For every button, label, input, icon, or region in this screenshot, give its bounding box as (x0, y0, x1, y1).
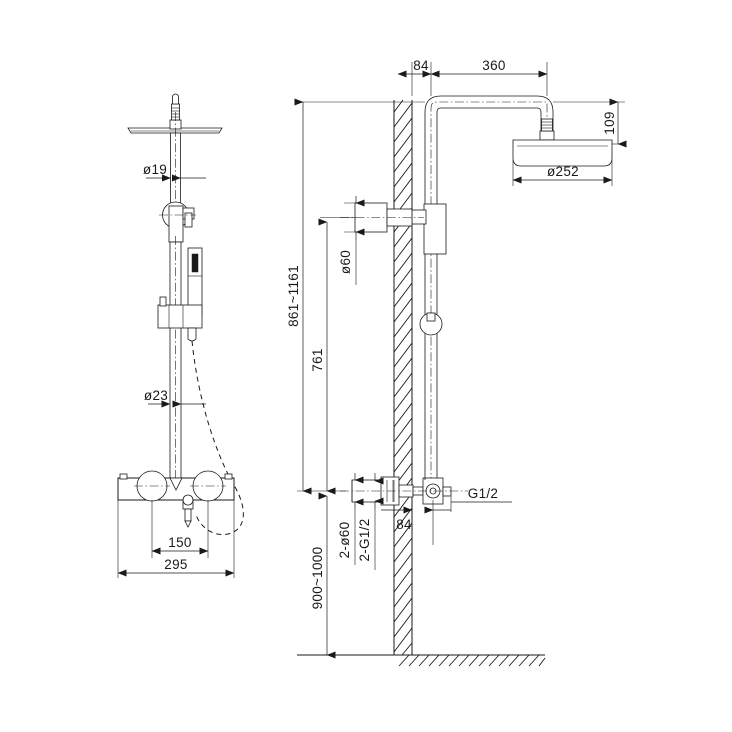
dim-mounting-height: 900~1000 (310, 492, 336, 659)
dim-head-pipe-dia: ø19 (143, 162, 206, 182)
dim-outlet-thread-g12: G1/2 (450, 486, 512, 512)
dim-label-2-d60: 2-ø60 (337, 522, 352, 559)
dim-label-150: 150 (168, 535, 191, 550)
dim-arm-reach-360: 360 (430, 58, 548, 78)
slide-bar-front (169, 236, 182, 486)
dim-adjustable-height: 861~1161 (286, 98, 312, 495)
mixer-valve-side (340, 476, 468, 506)
dim-label-d19: ø19 (143, 162, 167, 177)
overhead-shower-head-side (512, 139, 613, 167)
right-view-side-elevation: 84 360 109 ø252 (286, 58, 627, 667)
dim-label-g12: G1/2 (468, 486, 498, 501)
dim-label-84-top: 84 (413, 58, 429, 73)
dim-label-360: 360 (482, 58, 505, 73)
dim-head-drop-109: 109 (602, 98, 627, 148)
left-view-front-elevation: 150 295 ø19 ø23 (117, 93, 244, 578)
diverter-body-front (159, 201, 196, 243)
dim-label-d252: ø252 (547, 164, 579, 179)
dim-label-d23: ø23 (144, 388, 168, 403)
dim-label-2-g12: 2-G1/2 (357, 518, 372, 561)
slider-holder-front (157, 296, 203, 342)
dim-label-84-bottom: 84 (396, 517, 412, 532)
floor-section (297, 654, 546, 667)
dim-inlet-centers: 150 (151, 535, 209, 555)
dim-label-761: 761 (310, 348, 325, 371)
dim-outlet-offset-84: 84 (381, 506, 451, 532)
dim-cover-plate-60: ø60 (338, 196, 365, 285)
dim-label-295: 295 (164, 557, 187, 572)
dim-inlet-plates-2x60: 2-ø60 (337, 473, 364, 565)
upper-cover-plate (340, 202, 424, 233)
mixer-body-front (117, 470, 235, 528)
dim-slide-bar-height-761: 761 (310, 218, 336, 495)
overhead-shower-head-front (127, 127, 223, 134)
dim-slide-bar-dia: ø23 (144, 388, 206, 408)
arm-head-connector (539, 118, 555, 141)
riser-wall-bracket (411, 203, 447, 255)
slider-ring-side (419, 312, 443, 336)
dim-body-width: 295 (117, 557, 235, 577)
dim-head-diameter-252: ø252 (512, 164, 613, 184)
dim-label-900-1000: 900~1000 (310, 547, 325, 610)
dim-label-d60: ø60 (338, 250, 353, 274)
dim-wall-to-riser-84: 84 (397, 58, 432, 78)
wall-hatching (393, 99, 413, 656)
floor-hatching (398, 654, 546, 667)
dim-inlet-threads-2xG12: 2-G1/2 (357, 473, 384, 570)
wall-section (393, 99, 413, 656)
dim-label-861-1161: 861~1161 (286, 265, 301, 327)
dim-label-109: 109 (602, 111, 617, 134)
shower-hose-front (191, 340, 244, 536)
